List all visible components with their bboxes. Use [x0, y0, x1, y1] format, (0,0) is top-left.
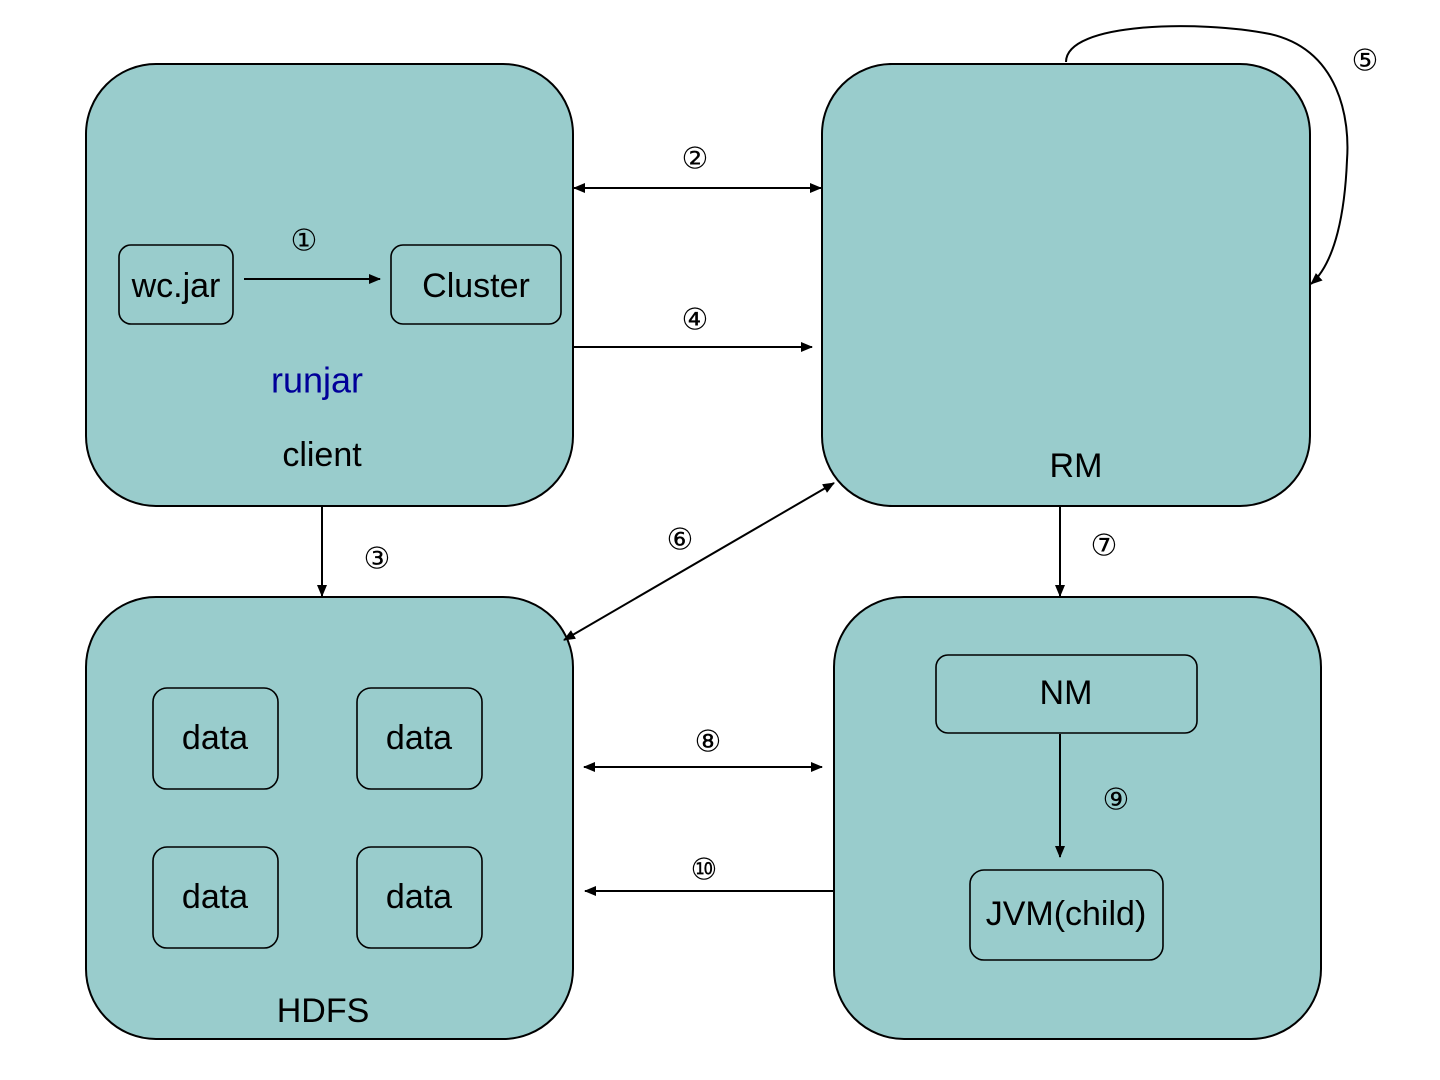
nm-box: [935, 654, 1198, 734]
wcjar-label: wc.jar: [131, 267, 221, 305]
hdfs-box: [85, 596, 574, 1040]
nm-label: NM: [1040, 674, 1093, 712]
rm-label: RM: [1050, 447, 1103, 485]
rm-box: [821, 63, 1311, 507]
step-label-4: ④: [682, 303, 709, 338]
data-block-3: [152, 846, 279, 949]
data-label-4: data: [386, 878, 452, 916]
client-label: client: [282, 436, 362, 474]
data-label-3: data: [182, 878, 248, 916]
step-label-2: ②: [682, 142, 709, 177]
step-label-8: ⑧: [695, 725, 722, 760]
step-label-6: ⑥: [667, 523, 694, 558]
wcjar-box: [118, 244, 234, 325]
data-label-1: data: [182, 719, 248, 757]
data-block-2: [356, 687, 483, 790]
data-block-4: [356, 846, 483, 949]
client-box: [85, 63, 574, 507]
arrow-step-5: [1065, 25, 1349, 285]
step-label-1: ①: [291, 224, 318, 259]
hdfs-label: HDFS: [277, 992, 370, 1030]
arrow-step-6: [563, 482, 835, 641]
step-label-10: ⑩: [691, 853, 718, 888]
step-label-5: ⑤: [1352, 44, 1379, 79]
jvm-child-box: [969, 869, 1164, 961]
step-label-9: ⑨: [1103, 783, 1130, 818]
data-block-1: [152, 687, 279, 790]
runjar-label: runjar: [271, 360, 363, 401]
step-label-3: ③: [364, 542, 391, 577]
data-label-2: data: [386, 719, 452, 757]
cluster-box: [390, 244, 562, 325]
jvm-child-label: JVM(child): [986, 895, 1147, 933]
step-label-7: ⑦: [1091, 529, 1118, 564]
cluster-label: Cluster: [422, 267, 530, 305]
